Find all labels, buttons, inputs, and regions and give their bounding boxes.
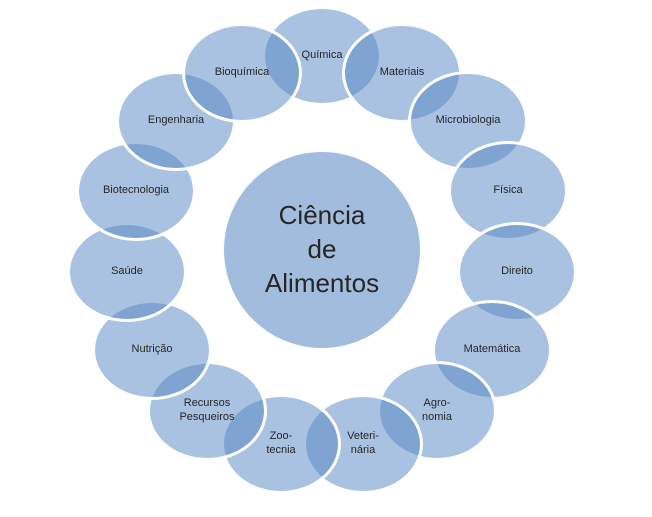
ellipse-label: Biotecnologia — [102, 184, 170, 197]
ellipse-label: Direito — [501, 265, 533, 278]
ellipse-label: Química — [301, 49, 343, 62]
ellipse-label: Saúde — [111, 265, 143, 278]
ellipse-label: Matemática — [463, 343, 521, 356]
ellipse-label: Zoo- tecnia — [266, 430, 296, 456]
ellipse-label: Bioquímica — [214, 66, 270, 79]
ellipse-label: Materiais — [379, 66, 425, 79]
ellipse-label: Física — [493, 184, 523, 197]
ellipse-bioquimica: Bioquímica — [182, 23, 302, 123]
ellipse-label: Veteri- nária — [347, 430, 379, 456]
ellipse-label: Agro- nomia — [422, 397, 452, 423]
ellipse-label: Nutrição — [131, 343, 173, 356]
center-circle: Ciência de Alimentos — [224, 152, 420, 348]
ellipse-label: Microbiologia — [435, 114, 501, 127]
ellipse-label: Recursos Pesqueiros — [179, 397, 235, 423]
center-label: Ciência de Alimentos — [264, 200, 380, 298]
ellipse-label: Engenharia — [147, 114, 205, 127]
